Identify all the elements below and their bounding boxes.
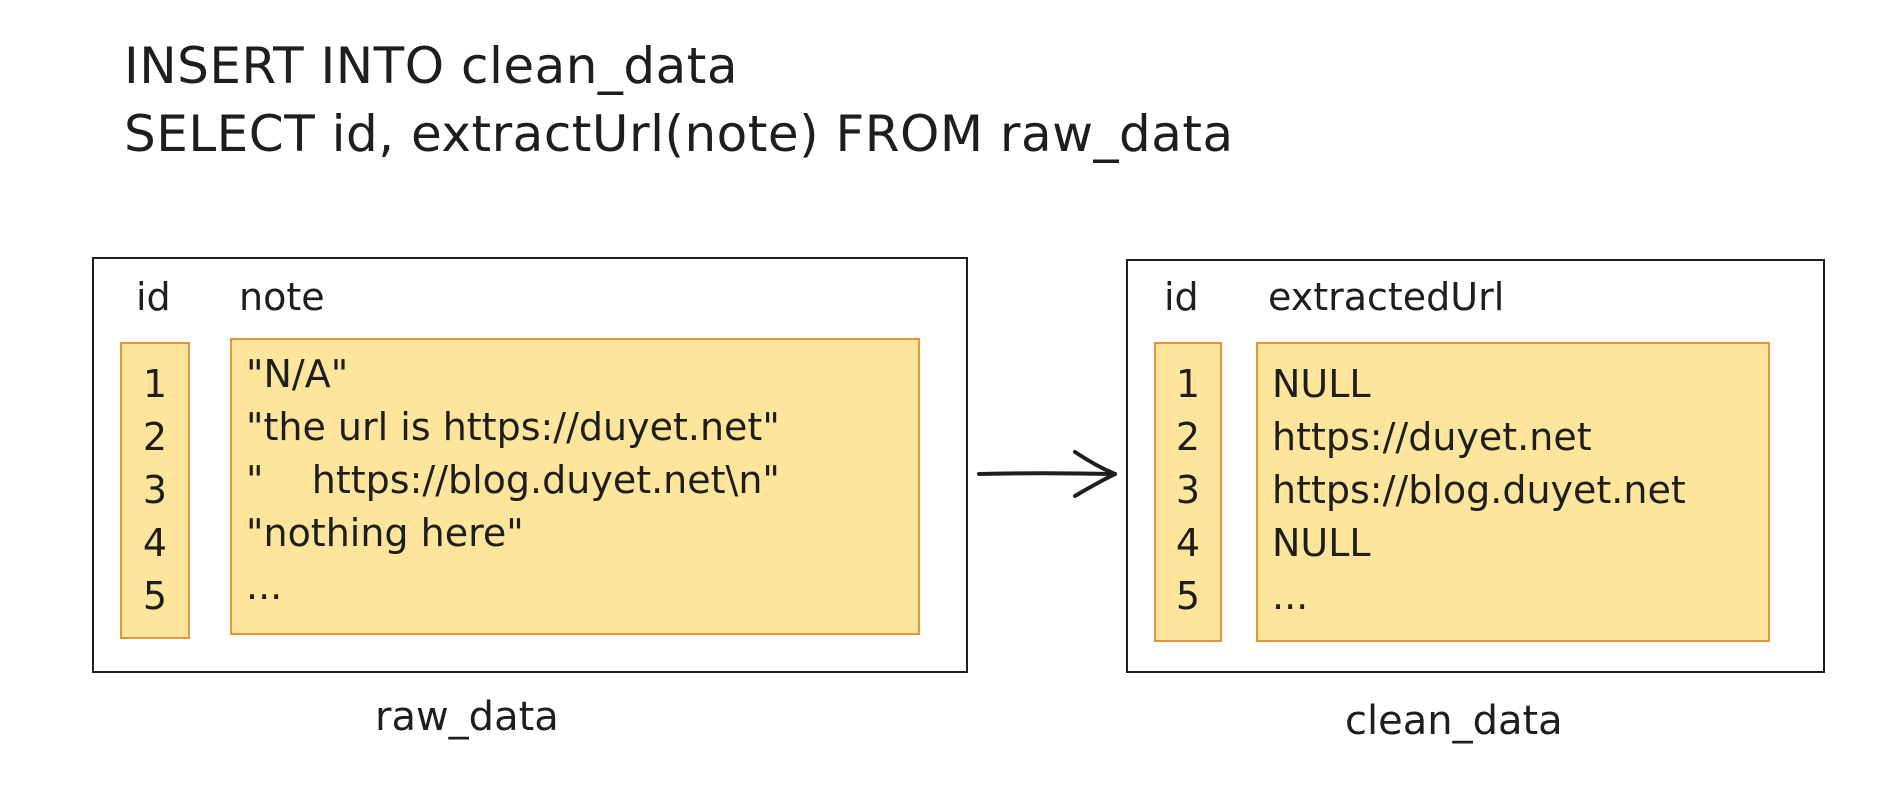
raw-note-cell: " https://blog.duyet.net\n" xyxy=(246,458,780,502)
clean-id-column: 1 2 3 4 5 xyxy=(1154,342,1222,642)
clean-id-cell: 4 xyxy=(1175,521,1201,565)
clean-url-cell: NULL xyxy=(1272,362,1371,406)
raw-id-header: id xyxy=(136,275,171,319)
raw-note-column: "N/A" "the url is https://duyet.net" " h… xyxy=(230,338,920,635)
clean-data-caption: clean_data xyxy=(1345,698,1563,744)
clean-id-cell: 1 xyxy=(1175,362,1201,406)
raw-data-table: id note 1 2 3 4 5 "N/A" "the url is http… xyxy=(92,257,968,673)
raw-id-column: 1 2 3 4 5 xyxy=(120,342,190,639)
clean-id-cell: 3 xyxy=(1175,468,1201,512)
clean-url-cell: https://duyet.net xyxy=(1272,415,1592,459)
sql-insert-line: INSERT INTO clean_data xyxy=(124,37,739,95)
raw-note-cell: "the url is https://duyet.net" xyxy=(246,405,780,449)
clean-id-header: id xyxy=(1164,275,1199,319)
clean-extractedurl-header: extractedUrl xyxy=(1268,275,1505,319)
transform-arrow-icon xyxy=(977,450,1117,498)
clean-url-cell: NULL xyxy=(1272,521,1371,565)
raw-id-cell: 2 xyxy=(142,415,168,459)
raw-note-cell: "N/A" xyxy=(246,352,349,396)
raw-note-header: note xyxy=(239,275,325,319)
raw-id-cell: 3 xyxy=(142,468,168,512)
clean-extractedurl-column: NULL https://duyet.net https://blog.duye… xyxy=(1256,342,1770,642)
raw-data-caption: raw_data xyxy=(375,694,559,740)
raw-id-cell: 1 xyxy=(142,362,168,406)
raw-id-cell: 4 xyxy=(142,521,168,565)
clean-url-cell: ... xyxy=(1272,574,1309,618)
clean-url-cell: https://blog.duyet.net xyxy=(1272,468,1686,512)
raw-note-cell: ... xyxy=(246,564,283,608)
clean-id-cell: 5 xyxy=(1175,574,1201,618)
raw-note-cell: "nothing here" xyxy=(246,511,524,555)
clean-data-table: id extractedUrl 1 2 3 4 5 NULL https://d… xyxy=(1126,259,1825,673)
sql-select-line: SELECT id, extractUrl(note) FROM raw_dat… xyxy=(124,105,1234,163)
raw-id-cell: 5 xyxy=(142,574,168,618)
clean-id-cell: 2 xyxy=(1175,415,1201,459)
